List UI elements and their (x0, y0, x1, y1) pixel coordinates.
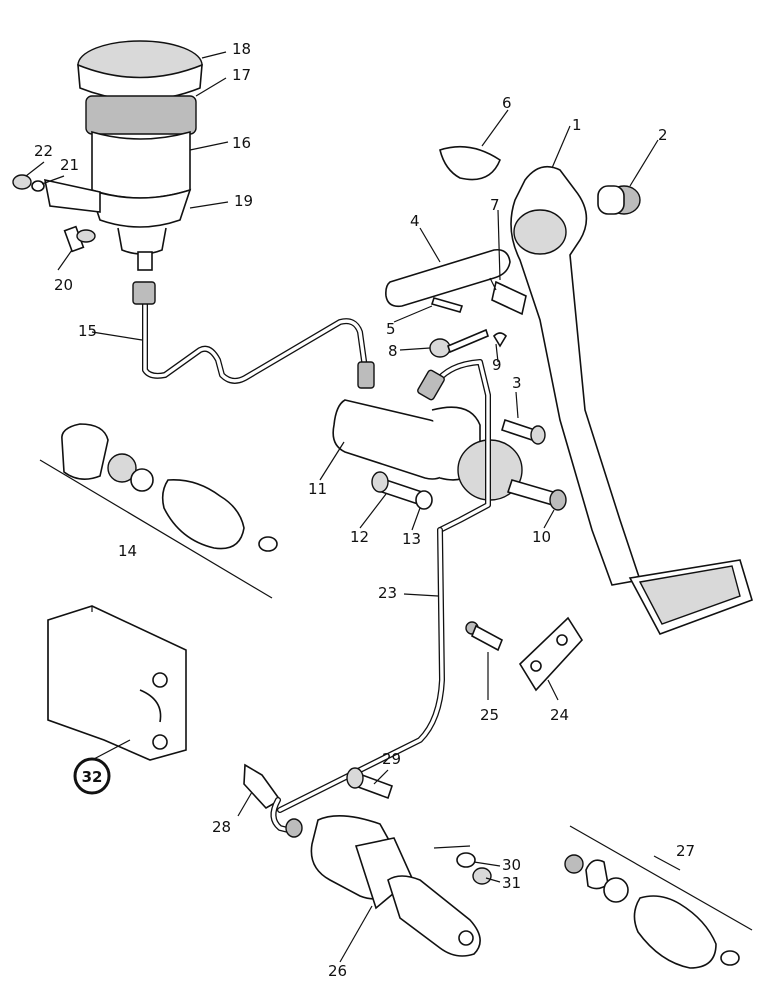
slave-repair-kit (564, 854, 740, 969)
leader-lines (25, 51, 753, 963)
callout-7: 7 (490, 196, 500, 214)
callout-27: 27 (676, 842, 695, 860)
callout-9: 9 (492, 356, 502, 374)
callout-23: 23 (378, 584, 397, 602)
callout-5: 5 (386, 320, 396, 338)
callout-4: 4 (410, 212, 420, 230)
callout-10: 10 (532, 528, 551, 546)
callout-18: 18 (232, 40, 251, 58)
master-cylinder (332, 359, 562, 533)
callout-29: 29 (382, 750, 401, 768)
callout-28: 28 (212, 818, 231, 836)
callout-25: 25 (480, 706, 499, 724)
callout-16: 16 (232, 134, 251, 152)
callout-labels: 1 2 3 4 5 6 7 8 9 10 11 12 13 14 15 16 1… (34, 40, 695, 980)
callout-31: 31 (502, 874, 521, 892)
callout-20: 20 (54, 276, 73, 294)
callout-32: 32 (82, 768, 103, 786)
callout-11: 11 (308, 480, 327, 498)
callout-19: 19 (234, 192, 253, 210)
callout-17: 17 (232, 66, 251, 84)
callout-24: 24 (550, 706, 569, 724)
cylinder-bolts (371, 418, 567, 511)
callout-6: 6 (502, 94, 512, 112)
clutch-pedal (385, 145, 753, 635)
guard-bracket (47, 605, 187, 761)
fluid-reservoir (43, 40, 203, 271)
callout-1: 1 (572, 116, 582, 134)
callout-2: 2 (658, 126, 668, 144)
callout-22: 22 (34, 142, 53, 160)
reservoir-pipe (132, 281, 375, 389)
callout-8: 8 (388, 342, 398, 360)
reservoir-fasteners (12, 174, 96, 253)
bleed-valve (465, 616, 584, 692)
callout-21: 21 (60, 156, 79, 174)
callout-12: 12 (350, 528, 369, 546)
slave-cylinder (243, 763, 492, 957)
repair-kit-parts (61, 423, 278, 552)
callout-30: 30 (502, 856, 521, 874)
callout-14: 14 (118, 542, 137, 560)
connecting-pipe (277, 527, 445, 813)
callout-15: 15 (78, 322, 97, 340)
callout-13: 13 (402, 530, 421, 548)
circled-reference-32: 32 (73, 757, 111, 795)
callout-3: 3 (512, 374, 522, 392)
callout-26: 26 (328, 962, 347, 980)
